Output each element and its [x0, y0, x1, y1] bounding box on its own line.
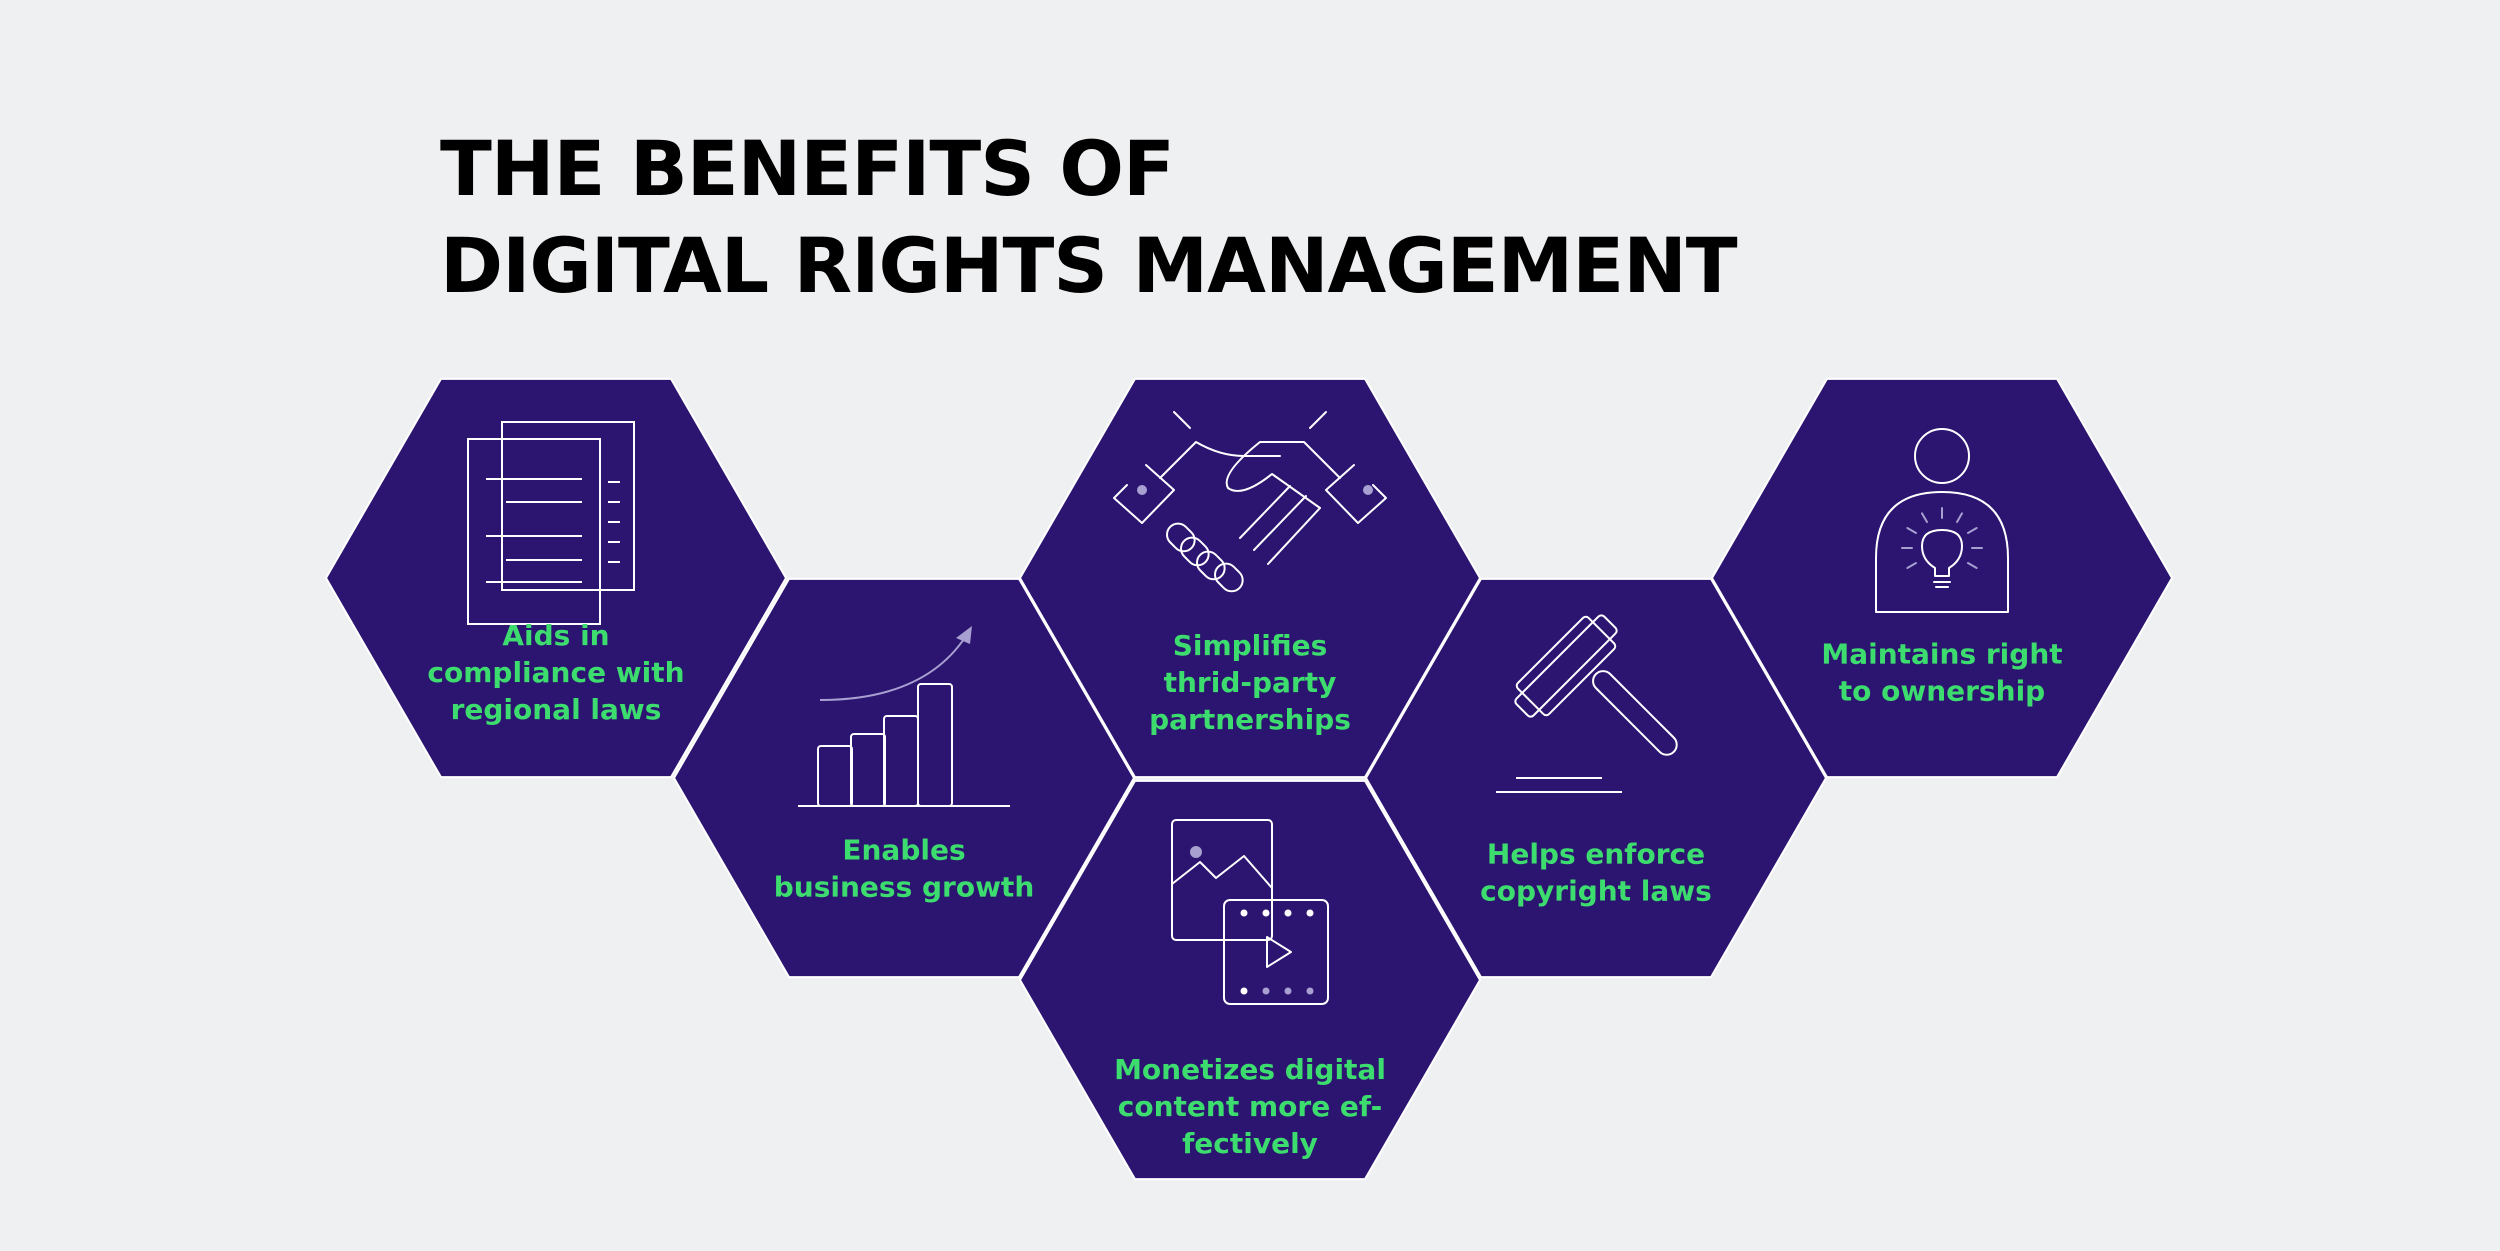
hexagon-shape	[1710, 377, 2174, 779]
benefit-label-line: thrid-party	[1164, 666, 1337, 699]
benefit-label: Monetizes digital content more ef-fective…	[1114, 1053, 1386, 1160]
title-line-1: THE BENEFITS OF	[440, 124, 1175, 213]
benefit-label-line: Helps enforce	[1487, 838, 1705, 871]
benefit-label-line: to ownership	[1839, 675, 2045, 708]
hexagon-shape	[672, 577, 1136, 979]
benefit-label-line: regional laws	[451, 693, 662, 726]
benefit-label-line: copyright laws	[1480, 875, 1712, 908]
hexagon-shape	[324, 377, 788, 779]
benefit-label-line: Monetizes digital	[1114, 1053, 1386, 1086]
benefit-hexagon-6: Maintains right to ownership	[1710, 377, 2174, 779]
documents-icon	[468, 422, 634, 624]
title-line-2: DIGITAL RIGHTS MANAGEMENT	[440, 221, 1738, 310]
benefit-label: Maintains right to ownership	[1821, 638, 2062, 708]
benefit-label-line: content more ef-	[1118, 1090, 1382, 1123]
benefit-label: Helps enforce copyright laws	[1480, 838, 1712, 908]
benefit-label-line: Aids in	[502, 619, 609, 652]
growth-chart-icon	[798, 626, 1010, 806]
benefit-label-line: fectively	[1182, 1127, 1318, 1160]
benefit-label-line: Simplifies	[1173, 629, 1328, 662]
benefit-label-line: business growth	[774, 871, 1035, 904]
benefit-hexagon-5: Helps enforce copyright laws	[1364, 577, 1828, 979]
hexagon-shape	[1018, 377, 1482, 779]
hexagon-shape	[1018, 779, 1482, 1181]
benefit-label-line: Enables	[842, 834, 965, 867]
person-idea-icon	[1876, 429, 2008, 612]
page-title: THE BENEFITS OF DIGITAL RIGHTS MANAGEMEN…	[440, 120, 1738, 314]
benefit-hexagon-1: Aids in compliance with regional laws	[324, 377, 788, 779]
benefit-hexagon-2: Enables business growth	[672, 577, 1136, 979]
benefit-hexagon-3: Simplifies thrid-party partnerships	[1018, 377, 1482, 779]
benefit-label-line: Maintains right	[1821, 638, 2062, 671]
benefit-label: Enables business growth	[774, 834, 1035, 904]
gavel-icon	[1496, 614, 1681, 792]
media-icon	[1172, 820, 1328, 1004]
benefit-label: Aids in compliance with regional laws	[427, 619, 684, 726]
benefit-label-line: partnerships	[1149, 703, 1351, 736]
benefit-label: Simplifies thrid-party partnerships	[1149, 629, 1351, 736]
benefit-label-line: compliance with	[427, 656, 684, 689]
benefit-hexagon-4: Monetizes digital content more ef-fective…	[1018, 779, 1482, 1181]
handshake-icon	[1114, 412, 1386, 596]
